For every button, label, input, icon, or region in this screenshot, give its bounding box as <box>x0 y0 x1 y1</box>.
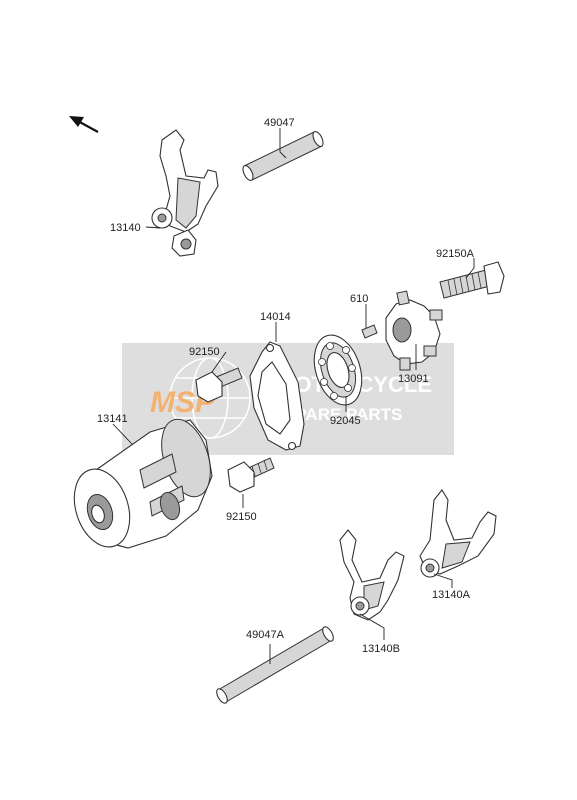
label-49047A: 49047A <box>246 629 285 641</box>
label-92150A: 92150A <box>436 248 475 260</box>
shift-drum-holder-13091 <box>385 290 443 371</box>
label-92150-lower: 92150 <box>226 511 257 523</box>
bolt-92150-lower <box>227 457 275 493</box>
shift-fork-13140A <box>419 489 497 578</box>
label-13091: 13091 <box>398 373 429 385</box>
pin-610 <box>361 324 378 339</box>
label-92045: 92045 <box>330 415 361 427</box>
bolt-92150A <box>439 261 505 299</box>
label-92150-upper: 92150 <box>189 346 220 358</box>
label-14014: 14014 <box>260 311 291 323</box>
watermark-line2: SPARE PARTS <box>284 405 402 424</box>
shift-rod-49047 <box>242 131 324 181</box>
shift-drum-13141 <box>73 418 213 549</box>
label-610: 610 <box>350 293 368 305</box>
gasket-14014 <box>249 341 305 451</box>
label-13140: 13140 <box>110 222 141 234</box>
label-13140B: 13140B <box>362 643 400 655</box>
arrow-up-left-icon <box>69 116 99 133</box>
leader-lines <box>112 128 475 664</box>
label-13140A: 13140A <box>432 589 471 601</box>
shift-fork-13140 <box>151 129 219 257</box>
label-49047: 49047 <box>264 117 295 129</box>
shift-rod-49047A <box>216 626 334 704</box>
label-13141: 13141 <box>97 413 128 425</box>
bolt-92150-upper <box>195 367 243 403</box>
bearing-92045 <box>313 334 363 406</box>
shift-fork-13140B <box>339 529 405 621</box>
